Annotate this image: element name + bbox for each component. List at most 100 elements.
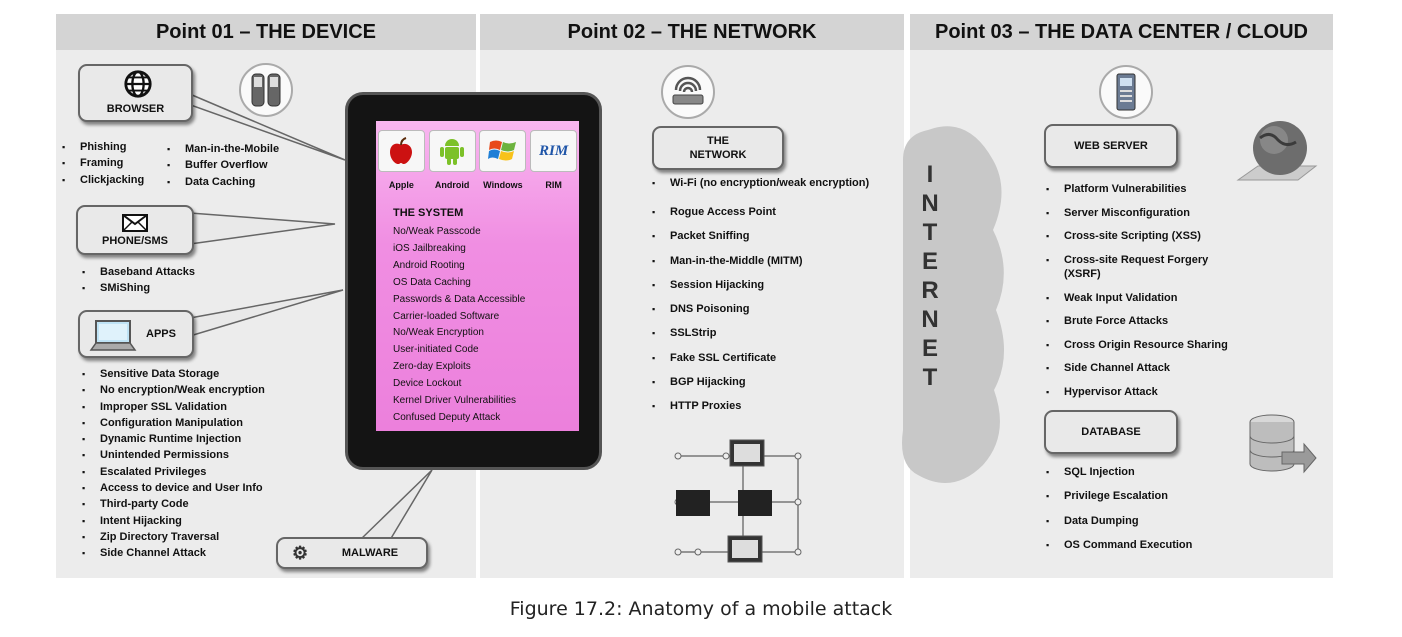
internet-letter: E: [921, 335, 938, 362]
network-attack: HTTP Proxies: [652, 394, 892, 419]
network-attack: BGP Hijacking: [652, 370, 892, 395]
apps-attack: Intent Hijacking: [82, 513, 265, 530]
wireless-router-icon: [660, 64, 716, 125]
browser-attack: Data Caching: [167, 174, 279, 191]
browser-attack: Man-in-the-Mobile: [167, 141, 279, 158]
phone-sms-label: PHONE/SMS: [101, 235, 168, 247]
system-item: Carrier-loaded Software: [393, 310, 500, 322]
network-attack: Session Hijacking: [652, 273, 892, 298]
network-attack: Wi-Fi (no encryption/weak encryption): [652, 176, 892, 190]
browser-attacks-col2: Man-in-the-Mobile Buffer Overflow Data C…: [167, 141, 279, 190]
tablet-device: RIM Apple Android Windows RIM THE SYSTEM…: [345, 92, 602, 470]
internet-letter: T: [922, 364, 938, 391]
os-label: Android: [434, 180, 470, 190]
browser-attack: Framing: [62, 155, 144, 172]
globe-icon: [124, 70, 152, 98]
web-server-callout: WEB SERVER: [1044, 124, 1178, 168]
system-item: Android Rooting: [393, 259, 465, 271]
apps-attack: No encryption/Weak encryption: [82, 382, 265, 399]
database-callout: DATABASE: [1044, 410, 1178, 454]
os-label: RIM: [545, 180, 562, 190]
system-vulnerabilities: No/Weak Passcode iOS Jailbreaking Androi…: [393, 224, 525, 427]
browser-attack: Phishing: [62, 139, 144, 156]
mobile-phones-icon: [238, 62, 294, 123]
figure-caption: Figure 17.2: Anatomy of a mobile attack: [509, 598, 893, 620]
web-server-attack: Side Channel Attack: [1046, 357, 1286, 381]
system-item: Confused Deputy Attack: [393, 411, 501, 423]
apps-attack: Sensitive Data Storage: [82, 366, 265, 383]
phone-attack: SMiShing: [82, 280, 195, 297]
system-item: User-initiated Code: [393, 344, 479, 356]
apps-callout: APPS: [78, 310, 194, 358]
network-attack: SSLStrip: [652, 321, 892, 346]
web-server-attack: Hypervisor Attack: [1046, 381, 1286, 405]
internet-letter: N: [921, 190, 939, 217]
network-callout: THE NETWORK: [652, 126, 784, 170]
apps-attack: Configuration Manipulation: [82, 415, 265, 432]
network-attack: DNS Poisoning: [652, 297, 892, 322]
internet-letters: I N T E R N E T: [915, 160, 945, 392]
system-title: THE SYSTEM: [393, 207, 464, 219]
apps-attack: Side Channel Attack: [82, 545, 265, 562]
database-attack: Privilege Escalation: [1046, 484, 1246, 509]
network-label-line1: THE: [707, 135, 729, 147]
apps-attack: Unintended Permissions: [82, 447, 265, 464]
database-attack: OS Command Execution: [1046, 533, 1246, 558]
phone-sms-callout: PHONE/SMS: [76, 205, 194, 255]
internet-letter: N: [921, 306, 939, 333]
system-item: Passwords & Data Accessible: [393, 293, 526, 305]
network-attack: Man-in-the-Middle (MITM): [652, 249, 892, 274]
system-item: No/Weak Passcode: [393, 226, 481, 237]
internet-letter: E: [921, 248, 938, 275]
database-label: DATABASE: [1081, 426, 1141, 438]
database-icon: [1249, 414, 1317, 474]
internet-cloud: [902, 126, 1005, 483]
network-attacks: Wi-Fi (no encryption/weak encryption) Ro…: [652, 176, 892, 419]
system-item: Kernel Driver Vulnerabilities: [393, 395, 517, 407]
web-server-attack: Cross Origin Resource Sharing: [1046, 334, 1286, 358]
system-item: Zero-day Exploits: [393, 361, 471, 373]
apps-attack: Escalated Privileges: [82, 464, 265, 481]
network-label-line2: NETWORK: [689, 149, 747, 161]
phone-attacks: Baseband Attacks SMiShing: [82, 264, 195, 297]
windows-tile: [479, 130, 527, 172]
network-attack: Packet Sniffing: [652, 224, 892, 249]
browser-attack: Clickjacking: [62, 172, 144, 189]
rim-tile: RIM: [530, 130, 578, 172]
network-attack: Fake SSL Certificate: [652, 346, 892, 371]
web-server-attack: Weak Input Validation: [1046, 287, 1286, 311]
apps-attack: Improper SSL Validation: [82, 399, 265, 416]
web-server-attack: Cross-site Scripting (XSS): [1046, 225, 1286, 249]
windows-icon: [487, 140, 516, 161]
apple-tile: [377, 130, 425, 172]
internet-letter: R: [921, 277, 939, 304]
web-server-attack: Server Misconfiguration: [1046, 202, 1286, 226]
database-attacks: SQL Injection Privilege Escalation Data …: [1046, 460, 1246, 557]
tablet-screen: RIM Apple Android Windows RIM THE SYSTEM…: [376, 121, 579, 431]
envelope-icon: [122, 214, 148, 232]
globe-stand-icon: [1236, 121, 1318, 181]
device-panel-title: Point 01 – THE DEVICE: [56, 14, 476, 50]
os-labels: Apple Android Windows RIM: [376, 180, 579, 190]
server-tower-icon: [1098, 64, 1154, 125]
apps-attack: Access to device and User Info: [82, 480, 265, 497]
internet-letter: I: [926, 161, 934, 188]
cloud-panel-title: Point 03 – THE DATA CENTER / CLOUD: [910, 14, 1333, 50]
database-attack: Data Dumping: [1046, 509, 1246, 534]
malware-callout: ⚙ MALWARE: [276, 537, 428, 569]
network-topology-icon: [674, 439, 802, 563]
network-panel-title: Point 02 – THE NETWORK: [480, 14, 904, 50]
apple-icon: [390, 137, 413, 164]
apps-label: APPS: [146, 328, 176, 340]
rim-logo: RIM: [539, 142, 569, 159]
browser-callout: BROWSER: [78, 64, 193, 122]
web-server-label: WEB SERVER: [1074, 140, 1148, 152]
database-attack: SQL Injection: [1046, 460, 1246, 485]
system-item: iOS Jailbreaking: [393, 242, 466, 254]
gear-bug-icon: ⚙: [292, 543, 309, 563]
web-server-attack: Platform Vulnerabilities: [1046, 178, 1286, 202]
browser-label: BROWSER: [106, 103, 165, 115]
system-item: Device Lockout: [393, 378, 462, 390]
os-label: Apple: [388, 180, 414, 190]
browser-attack: Buffer Overflow: [167, 157, 279, 174]
